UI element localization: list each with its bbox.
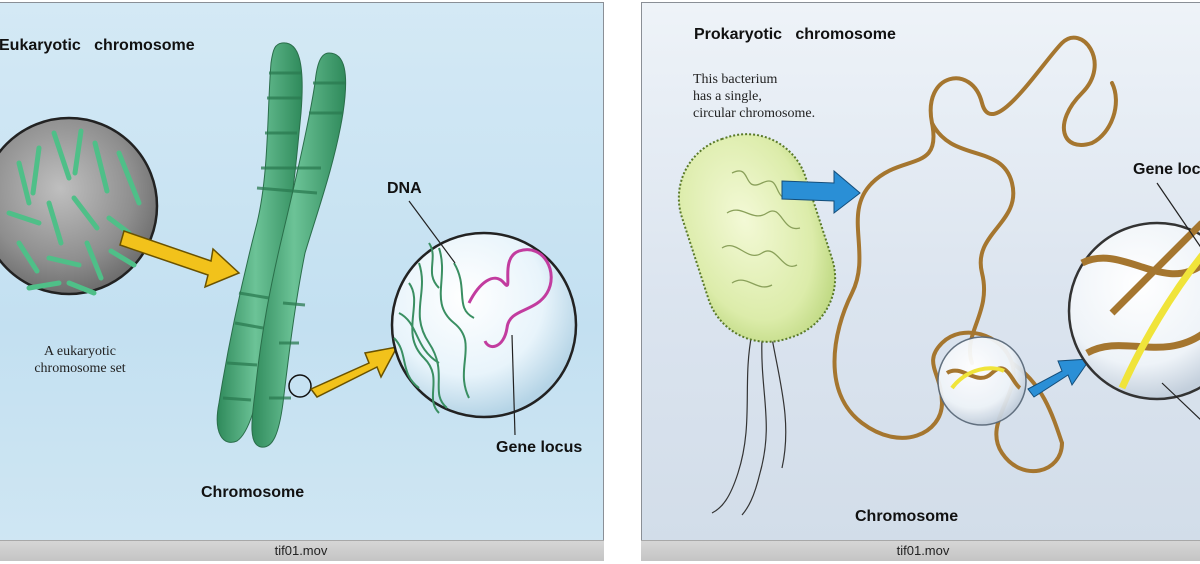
blue-arrow-icon — [781, 169, 861, 215]
gene-locus-label: Gene locu — [1133, 161, 1200, 178]
chromosome-label: Chromosome — [855, 508, 959, 525]
x-chromosome — [216, 42, 347, 448]
filename-label: tif01.mov — [274, 543, 328, 558]
eukaryotic-panel: Eukaryotic chromosome A eukaryotic chrom… — [0, 2, 604, 544]
eukaryotic-title: Eukaryotic chromosome — [0, 37, 195, 54]
right-footer-bar: tif01.mov — [641, 540, 1200, 561]
left-footer-bar: tif01.mov — [0, 540, 604, 561]
prokaryotic-illustration — [677, 35, 1200, 516]
blue-arrow-icon — [1027, 358, 1091, 398]
gene-locus-leader-line — [511, 334, 516, 436]
eukaryotic-illustration — [0, 42, 578, 448]
caption-line: A eukaryotic — [44, 344, 116, 359]
prokaryotic-panel: Prokaryotic chromosome This bacterium ha… — [641, 2, 1200, 544]
gene-locus-label: Gene locus — [496, 439, 583, 456]
gene-locus-large-magnifier — [1067, 182, 1200, 421]
dna-leader-line — [408, 200, 456, 264]
chromosome-set-caption: A eukaryotic chromosome set — [25, 343, 135, 377]
dna-magnifier — [390, 231, 578, 419]
gene-locus-small-magnifier — [937, 336, 1027, 426]
caption-line: This bacterium — [693, 72, 778, 87]
circular-chromosome — [832, 35, 1118, 473]
yellow-arrow-icon — [119, 230, 241, 289]
gene-locus-strand — [467, 248, 553, 349]
prokaryotic-title: Prokaryotic chromosome — [694, 26, 896, 43]
chromosome-set-magnifier — [0, 116, 159, 296]
flagella — [711, 332, 787, 516]
bacterium — [677, 133, 837, 343]
dna-label: DNA — [387, 180, 422, 197]
caption-line: chromosome set — [34, 361, 126, 376]
caption-line: has a single, — [693, 89, 762, 104]
caption-line: circular chromosome. — [693, 106, 816, 121]
bacterium-caption: This bacterium has a single, circular ch… — [693, 71, 815, 122]
yellow-arrow-icon — [309, 345, 399, 398]
filename-label: tif01.mov — [896, 543, 950, 558]
chromosome-label: Chromosome — [201, 484, 305, 501]
